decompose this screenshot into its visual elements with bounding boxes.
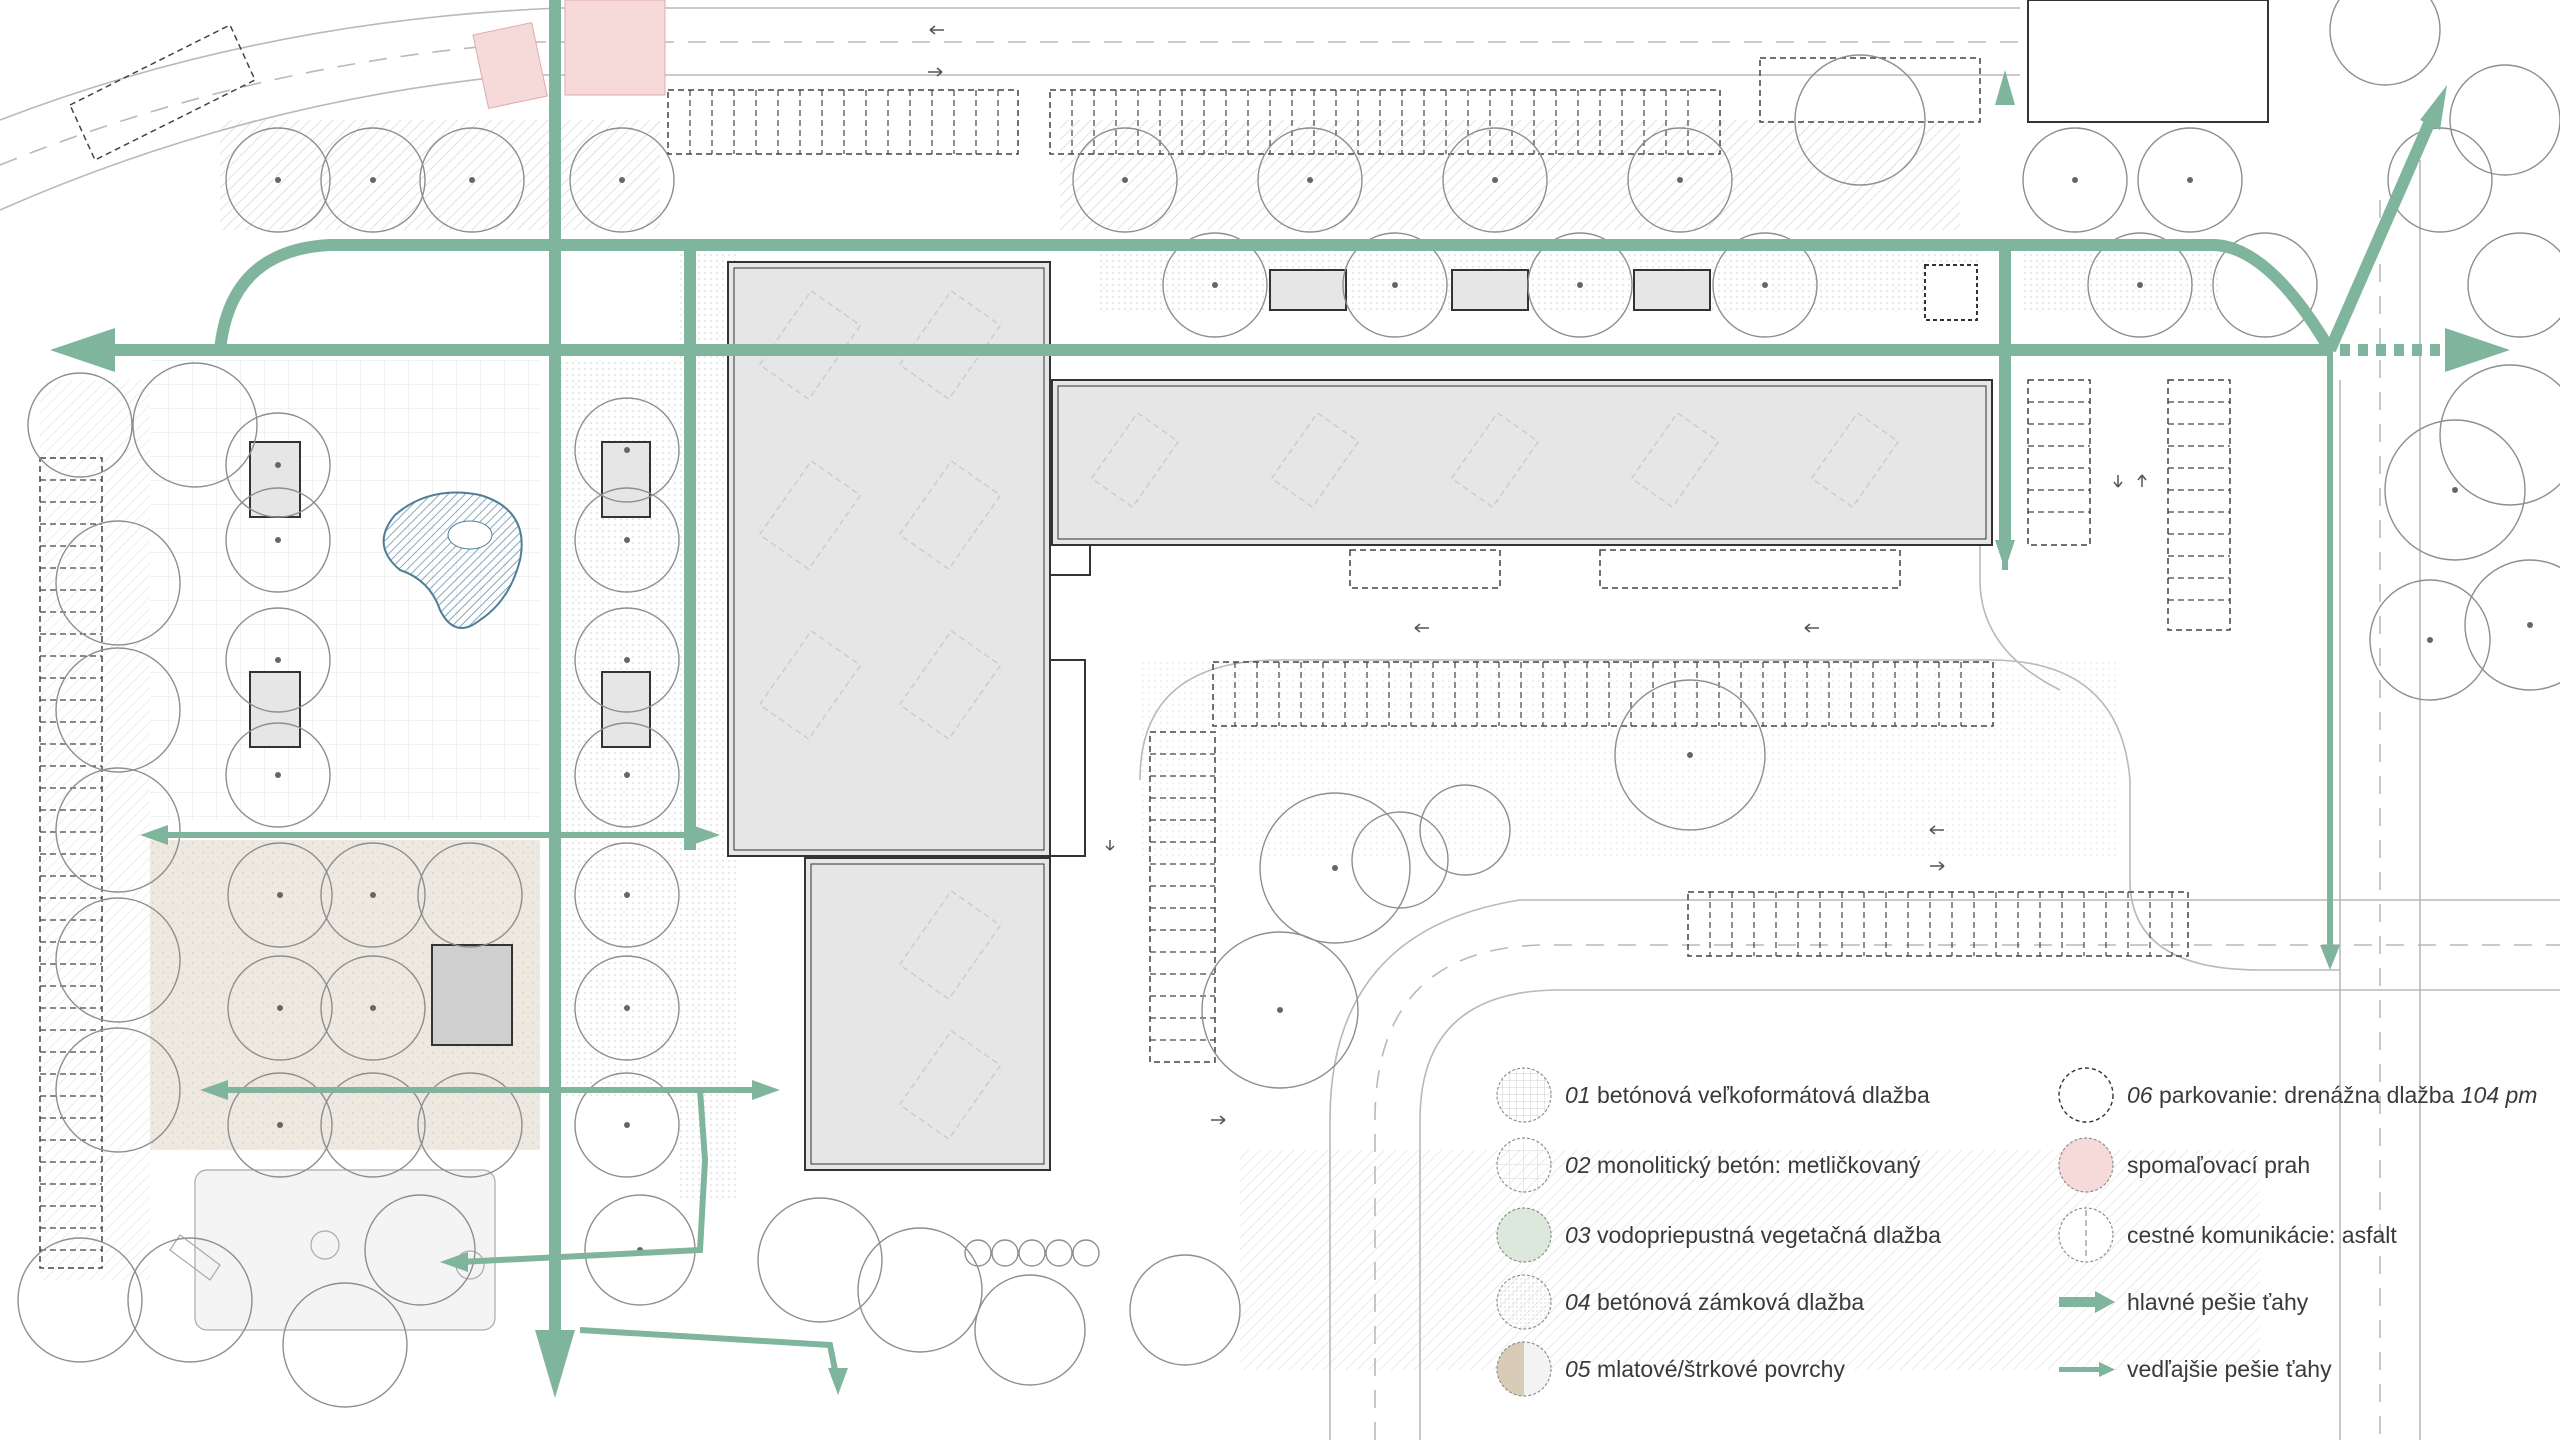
legend-item-asphalt-road: cestné komunikácie: asfalt — [2057, 1205, 2397, 1265]
parking-paving-icon — [2058, 1067, 2114, 1123]
speed-bump — [472, 21, 548, 109]
tree-trunks — [275, 177, 2533, 1253]
main-pedestrian-paths — [110, 0, 2441, 1360]
legend-code: 06 — [2127, 1081, 2153, 1108]
secondary-path-arrowheads — [140, 825, 2340, 1395]
legend-code: 01 — [1565, 1081, 1591, 1108]
legend-label: monolitický betón: metličkovaný — [1596, 1151, 1921, 1178]
legend-item-paving-large: 01 betónová veľkoformátová dlažba — [1495, 1065, 1930, 1125]
buildings — [249, 0, 2269, 1171]
concrete-icon — [1496, 1137, 1552, 1193]
legend-label: cestné komunikácie: asfalt — [2127, 1221, 2397, 1248]
playground — [169, 1169, 496, 1331]
legend-label: spomaľovací prah — [2127, 1151, 2311, 1178]
legend: 01 betónová veľkoformátová dlažba 02 mon… — [1495, 1065, 2555, 1405]
legend-label: parkovanie: drenážna dlažba — [2158, 1081, 2455, 1108]
main-path-arrowheads — [50, 70, 2510, 1398]
roof-skylights — [758, 289, 1900, 1141]
legend-item-secondary-path: vedľajšie pešie ťahy — [2057, 1339, 2332, 1399]
legend-item-main-path: hlavné pešie ťahy — [2057, 1272, 2308, 1332]
parking-bays — [39, 23, 2231, 1269]
legend-label: betónová zámková dlažba — [1596, 1288, 1865, 1315]
asphalt-road-icon — [2058, 1207, 2114, 1263]
speed-bump — [564, 0, 666, 96]
paving-large-icon — [1496, 1067, 1552, 1123]
legend-item-speed-bump: spomaľovací prah — [2057, 1135, 2310, 1195]
secondary-path-arrow-icon — [2059, 1362, 2115, 1377]
interlocking-paving-icon — [1496, 1274, 1552, 1330]
legend-label: mlatové/štrkové povrchy — [1596, 1355, 1845, 1382]
legend-code: 03 — [1565, 1221, 1591, 1248]
legend-item-parking-paving: 06 parkovanie: drenážna dlažba 104 pm — [2057, 1065, 2537, 1125]
legend-label: vedľajšie pešie ťahy — [2127, 1355, 2332, 1382]
gravel-icon — [1496, 1341, 1552, 1397]
main-path-arrow-icon — [2059, 1291, 2115, 1313]
trees — [17, 0, 2560, 1408]
legend-code: 02 — [1565, 1151, 1591, 1178]
legend-item-vegetation-paving: 03 vodopriepustná vegetačná dlažba — [1495, 1205, 1941, 1265]
legend-code: 04 — [1565, 1288, 1591, 1315]
speed-bump-icon — [2058, 1137, 2114, 1193]
vegetation-paving-icon — [1496, 1207, 1552, 1263]
legend-label: vodopriepustná vegetačná dlažba — [1596, 1221, 1941, 1248]
legend-label: betónová veľkoformátová dlažba — [1596, 1081, 1930, 1108]
legend-label: hlavné pešie ťahy — [2127, 1288, 2309, 1315]
legend-code: 05 — [1565, 1355, 1591, 1382]
secondary-pedestrian-paths — [160, 350, 2333, 1371]
legend-item-interlocking-paving: 04 betónová zámková dlažba — [1495, 1272, 1864, 1332]
legend-item-gravel: 05 mlatové/štrkové povrchy — [1495, 1339, 1845, 1399]
legend-item-concrete: 02 monolitický betón: metličkovaný — [1495, 1135, 1920, 1195]
parking-stall-lines — [40, 90, 2230, 1251]
legend-suffix: 104 pm — [2460, 1081, 2538, 1108]
traffic-arrows — [928, 25, 2147, 1125]
